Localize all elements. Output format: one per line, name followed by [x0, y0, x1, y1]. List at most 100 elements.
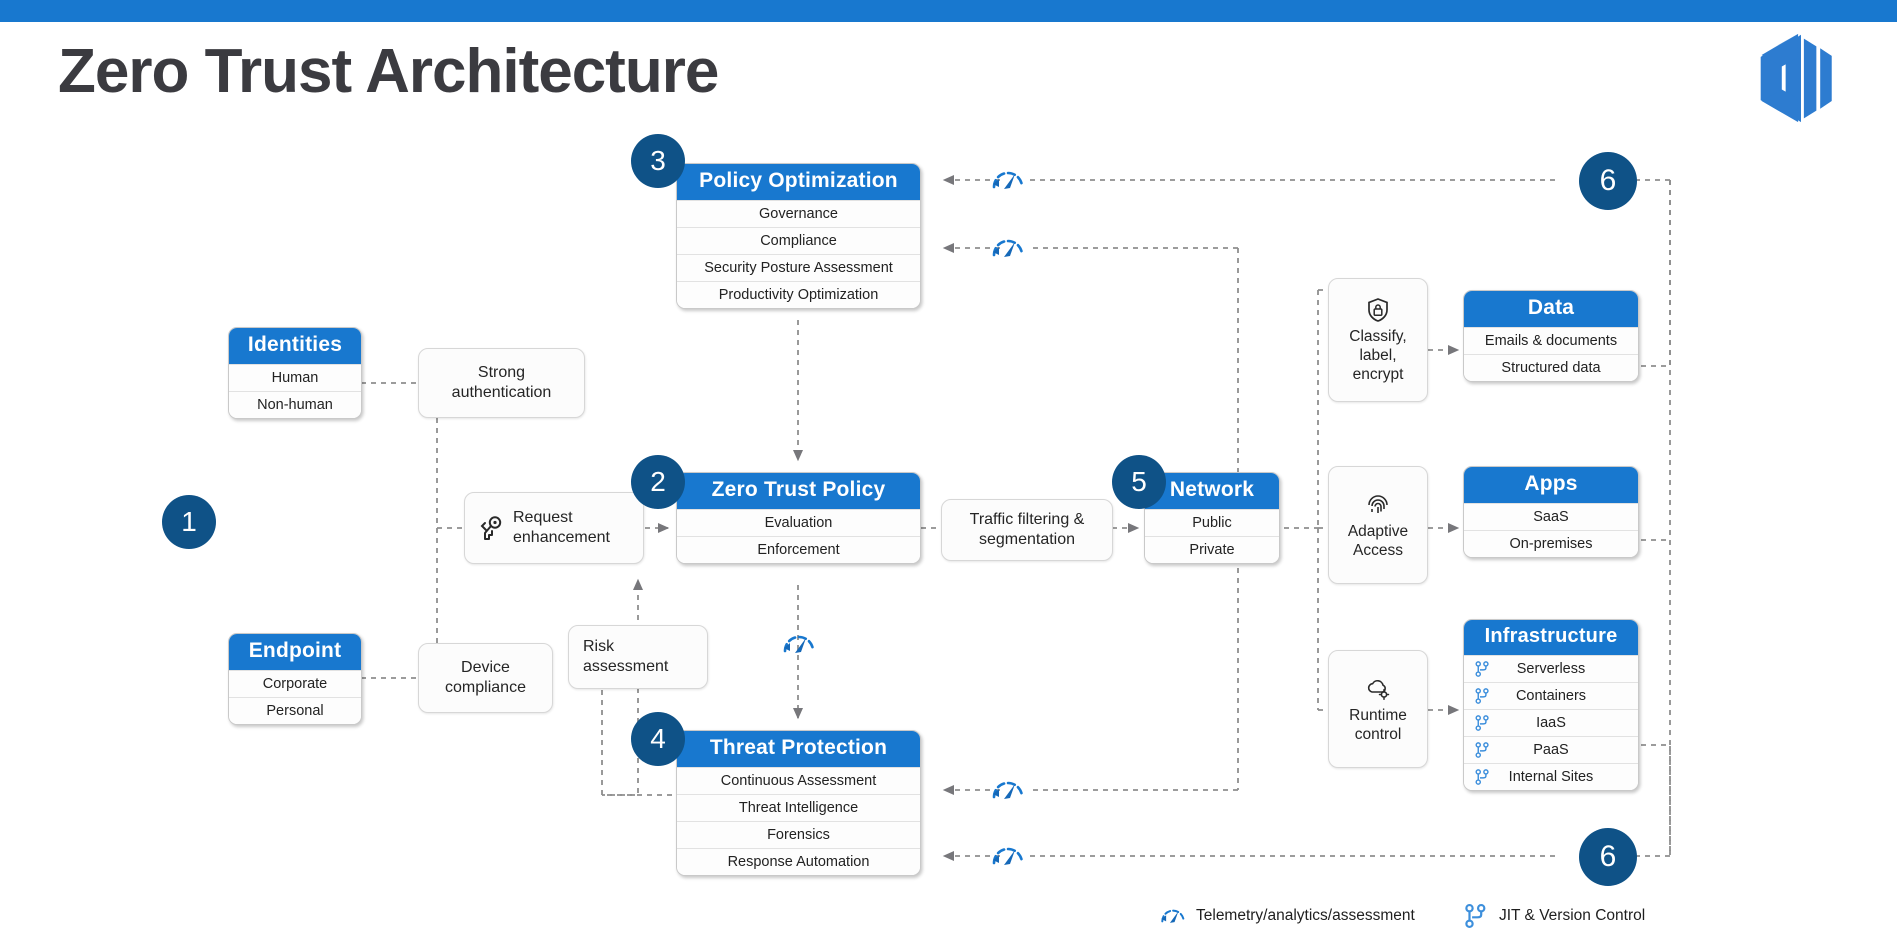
legend-label: Telemetry/analytics/assessment: [1196, 907, 1415, 924]
card-row[interactable]: Private: [1145, 536, 1279, 563]
capsule-traffic-filtering-segmentation[interactable]: Traffic filtering & segmentation: [941, 499, 1113, 561]
telemetry-gauge-icon: [992, 847, 1024, 865]
capsule-line-3: encrypt: [1352, 365, 1404, 383]
card-endpoint[interactable]: Endpoint Corporate Personal: [228, 633, 362, 725]
telemetry-gauge-icon: [992, 171, 1024, 189]
step-badge-1[interactable]: 1: [162, 495, 216, 549]
shield-lock-icon: [1368, 298, 1388, 323]
capsule-device-compliance[interactable]: Device compliance: [418, 643, 553, 713]
card-threat-protection[interactable]: Threat Protection Continuous Assessment …: [676, 730, 921, 876]
capsule-line-1: Runtime: [1349, 707, 1407, 725]
jit-version-control-icon: [1465, 903, 1486, 929]
page-title: Zero Trust Architecture: [58, 37, 719, 106]
card-row-label: Serverless: [1516, 661, 1586, 677]
capsule-runtime-control[interactable]: Runtime control: [1328, 650, 1428, 768]
capsule-risk-assessment[interactable]: Risk assessment: [568, 625, 708, 689]
card-row[interactable]: Containers: [1464, 682, 1638, 709]
card-title: Threat Protection: [677, 731, 920, 767]
step-badge-6-top[interactable]: 6: [1579, 152, 1637, 210]
step-badge-2[interactable]: 2: [631, 455, 685, 509]
top-accent-bar: [0, 0, 1897, 22]
card-row[interactable]: Internal Sites: [1464, 763, 1638, 790]
capsule-line-2: control: [1354, 726, 1402, 743]
capsule-line-1: Traffic filtering &: [969, 511, 1085, 529]
capsule-line-1: Device: [461, 659, 510, 677]
capsule-line-2: segmentation: [978, 531, 1076, 548]
step-badge-6-bottom[interactable]: 6: [1579, 828, 1637, 886]
capsule-line-2: Access: [1353, 542, 1403, 559]
card-row[interactable]: Enforcement: [677, 536, 920, 563]
card-title: Infrastructure: [1464, 620, 1638, 655]
card-data[interactable]: Data Emails & documents Structured data: [1463, 290, 1639, 382]
capsule-line-1: Risk: [583, 638, 615, 656]
card-row[interactable]: Governance: [677, 200, 920, 227]
telemetry-gauge-icon: [992, 781, 1024, 799]
card-title: Apps: [1464, 467, 1638, 503]
capsule-line-2: compliance: [445, 679, 526, 696]
card-row[interactable]: Evaluation: [677, 509, 920, 536]
capsule-request-enhancement[interactable]: Request enhancement: [464, 492, 644, 564]
cloud-runtime-icon: [1367, 680, 1390, 701]
capsule-line-1: Classify,: [1349, 328, 1407, 346]
capsule-line-2: enhancement: [513, 529, 610, 546]
card-row[interactable]: Non-human: [229, 391, 361, 418]
telemetry-gauge-icon: [1161, 909, 1185, 923]
card-row[interactable]: Security Posture Assessment: [677, 254, 920, 281]
jit-version-control-icon: [1475, 769, 1489, 785]
jit-version-control-icon: [1475, 715, 1489, 731]
card-row[interactable]: Corporate: [229, 670, 361, 697]
capsule-line-1: Strong: [477, 364, 526, 382]
card-row[interactable]: Response Automation: [677, 848, 920, 875]
card-infrastructure[interactable]: Infrastructure Serverless Containers: [1463, 619, 1639, 791]
step-badge-5[interactable]: 5: [1112, 455, 1166, 509]
legend-label: JIT & Version Control: [1499, 907, 1646, 924]
card-row[interactable]: Compliance: [677, 227, 920, 254]
card-row[interactable]: Threat Intelligence: [677, 794, 920, 821]
capsule-line-2: authentication: [451, 384, 552, 401]
key-icon: [480, 516, 502, 540]
card-zero-trust-policy[interactable]: Zero Trust Policy Evaluation Enforcement: [676, 472, 921, 564]
legend-item-jit: JIT & Version Control: [1463, 903, 1645, 929]
card-row[interactable]: Productivity Optimization: [677, 281, 920, 308]
telemetry-gauge-icon: [783, 635, 815, 653]
card-row[interactable]: Human: [229, 364, 361, 391]
fingerprint-icon: [1368, 495, 1388, 514]
card-row[interactable]: Emails & documents: [1464, 327, 1638, 354]
card-row[interactable]: IaaS: [1464, 709, 1638, 736]
telemetry-gauge-icon: [992, 239, 1024, 257]
card-title: Policy Optimization: [677, 164, 920, 200]
step-badge-3[interactable]: 3: [631, 134, 685, 188]
jit-version-control-icon: [1475, 661, 1489, 677]
cube-logo: [1760, 33, 1832, 123]
card-row[interactable]: SaaS: [1464, 503, 1638, 530]
capsule-line-1: Request: [513, 509, 573, 527]
card-network[interactable]: Network Public Private: [1144, 472, 1280, 564]
step-badge-4[interactable]: 4: [631, 712, 685, 766]
card-row-label: Internal Sites: [1508, 769, 1594, 785]
card-row-label: Containers: [1515, 688, 1587, 704]
card-row[interactable]: Structured data: [1464, 354, 1638, 381]
card-policy-optimization[interactable]: Policy Optimization Governance Complianc…: [676, 163, 921, 309]
jit-version-control-icon: [1475, 742, 1489, 758]
capsule-strong-authentication[interactable]: Strong authentication: [418, 348, 585, 418]
capsule-line-2: assessment: [583, 658, 669, 675]
capsule-classify-label-encrypt[interactable]: Classify, label, encrypt: [1328, 278, 1428, 402]
card-row-label: PaaS: [1533, 742, 1569, 758]
card-row[interactable]: Continuous Assessment: [677, 767, 920, 794]
card-title: Identities: [229, 328, 361, 364]
card-row-label: IaaS: [1536, 715, 1566, 731]
legend-item-telemetry: Telemetry/analytics/assessment: [1160, 903, 1415, 929]
card-row[interactable]: Public: [1145, 509, 1279, 536]
card-title: Endpoint: [229, 634, 361, 670]
card-row[interactable]: PaaS: [1464, 736, 1638, 763]
card-row[interactable]: Forensics: [677, 821, 920, 848]
capsule-line-2: label,: [1359, 347, 1397, 365]
card-row[interactable]: Personal: [229, 697, 361, 724]
card-title: Network: [1145, 473, 1279, 509]
card-apps[interactable]: Apps SaaS On-premises: [1463, 466, 1639, 558]
capsule-adaptive-access[interactable]: Adaptive Access: [1328, 466, 1428, 584]
card-identities[interactable]: Identities Human Non-human: [228, 327, 362, 419]
card-row[interactable]: Serverless: [1464, 655, 1638, 682]
card-row[interactable]: On-premises: [1464, 530, 1638, 557]
